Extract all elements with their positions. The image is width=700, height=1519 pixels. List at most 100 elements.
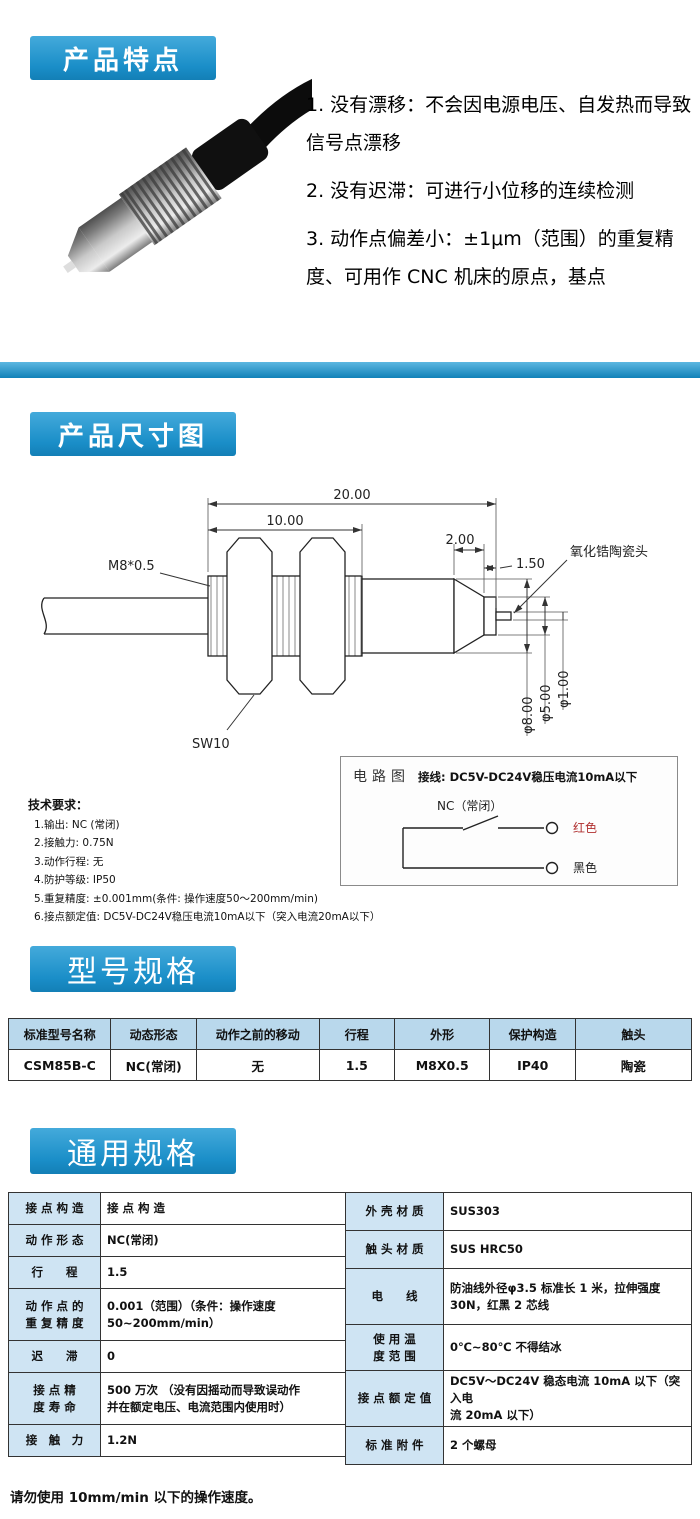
spec-row-contact-material: 触 头 材 质 SUS HRC50 — [345, 1230, 692, 1269]
dim-sw10: SW10 — [192, 737, 230, 752]
circuit-red-wire-label: 红色 — [573, 820, 597, 835]
spec-row-repeat-accuracy: 动 作 点 的 重 复 精 度 0.001（范围）（条件：操作速度 50~200… — [8, 1288, 346, 1341]
spec-row-temperature-range: 使 用 温 度 范 围 0℃~80℃ 不得结冰 — [345, 1324, 692, 1371]
spec-value: SUS HRC50 — [443, 1230, 692, 1269]
spec-value: 0 — [100, 1340, 346, 1373]
product-photo — [63, 78, 312, 274]
feature-item-3: 3. 动作点偏差小：±1μm（范围）的重复精度、可用作 CNC 机床的原点，基点 — [306, 228, 674, 288]
spec-row-contact-force: 接 触 力 1.2N — [8, 1424, 346, 1457]
dim-dia1: φ1.00 — [557, 670, 572, 708]
spec-row-wire: 电 线 防油线外径φ3.5 标准长 1 米，拉伸强度 30N，红黑 2 芯线 — [345, 1268, 692, 1325]
spec-label: 迟 滞 — [8, 1340, 101, 1373]
spec-label: 外 壳 材 质 — [345, 1192, 444, 1231]
sensor-body — [63, 118, 269, 274]
tech-req-item: 4.防护等级: IP50 — [34, 874, 116, 887]
tech-req-item: 3.动作行程: 无 — [34, 855, 104, 868]
model-spec-header-row: 标准型号名称 动态形态 动作之前的移动 行程 外形 保护构造 触头 — [7, 1018, 693, 1050]
col-header-stroke: 行程 — [318, 1018, 395, 1050]
spec-label: 接 点 额 定 值 — [345, 1370, 444, 1427]
ceramic-tip — [63, 260, 76, 274]
terminal-black — [545, 861, 559, 875]
spec-value: 0.001（范围）（条件：操作速度 50~200mm/min） — [100, 1288, 346, 1341]
spec-row-stroke: 行 程 1.5 — [8, 1256, 346, 1289]
operation-speed-warning: 请勿使用 10mm/min 以下的操作速度。 — [10, 1490, 262, 1506]
col-header-contact: 触头 — [574, 1018, 693, 1050]
dim-dia8: φ8.00 — [521, 696, 536, 734]
spec-row-accessories: 标 准 附 件 2 个螺母 — [345, 1426, 692, 1465]
general-spec-table-right: 外 壳 材 质 SUS303 触 头 材 质 SUS HRC50 电 线 防油线… — [345, 1192, 692, 1465]
feature-list: 1. 没有漂移：不会因电源电压、自发热而导致信号点漂移 2. 没有迟滞：可进行小… — [306, 86, 692, 306]
spec-value: DC5V～DC24V 稳态电流 10mA 以下（突入电 流 20mA 以下） — [443, 1370, 692, 1427]
dim-dia5: φ5.00 — [539, 684, 554, 722]
general-spec-table-left: 接 点 构 造 接 点 构 造 动 作 形 态 NC(常闭) 行 程 1.5 动… — [8, 1192, 346, 1457]
dim-20: 20.00 — [333, 488, 370, 503]
spec-label: 行 程 — [8, 1256, 101, 1289]
spec-label: 动 作 点 的 重 复 精 度 — [8, 1288, 101, 1341]
col-header-protection: 保护构造 — [489, 1018, 576, 1050]
section-title-features-label: 产品特点 — [62, 45, 183, 76]
sensor-cable — [242, 78, 312, 152]
spec-label: 接 点 构 造 — [8, 1192, 101, 1225]
cell-model-name: CSM85B-C — [7, 1049, 112, 1081]
spec-label: 接 点 精 度 寿 命 — [8, 1372, 101, 1425]
section-title-general-specs-label: 通用规格 — [67, 1137, 199, 1172]
circuit-schematic: NC（常闭） 红色 黑色 — [402, 799, 597, 875]
technical-requirements-list: 1.输出: NC (常闭) 2.接触力: 0.75N 3.动作行程: 无 4.防… — [28, 816, 381, 926]
spec-row-contact-rating: 接 点 额 定 值 DC5V～DC24V 稳态电流 10mA 以下（突入电 流 … — [345, 1370, 692, 1427]
ceramic-tip-label: 氧化锆陶瓷头 — [570, 544, 648, 560]
feature-item-2: 2. 没有迟滞：可进行小位移的连续检测 — [306, 180, 635, 202]
spec-row-action-form: 动 作 形 态 NC(常闭) — [8, 1224, 346, 1257]
cell-stroke: 1.5 — [318, 1049, 395, 1081]
sensor-thread-ridges — [120, 148, 220, 245]
circuit-wires — [402, 815, 559, 875]
circuit-diagram-box: 电路图 接线: DC5V-DC24V稳压电流10mA以下 NC（常闭） 红色 黑… — [340, 756, 678, 886]
section-title-model-specs-label: 型号规格 — [67, 955, 199, 990]
dim-2: 2.00 — [446, 533, 475, 548]
section-title-model-specs: 型号规格 — [30, 946, 236, 992]
tech-req-item: 5.重复精度: ±0.001mm(条件: 操作速度50～200mm/min) — [34, 892, 318, 905]
spec-value: 接 点 构 造 — [100, 1192, 346, 1225]
spec-value: 2 个螺母 — [443, 1426, 692, 1465]
spec-value: 1.2N — [100, 1424, 346, 1457]
section-title-dimensions: 产品尺寸图 — [30, 412, 236, 456]
blue-divider-bar — [0, 362, 700, 378]
spec-row-shell-material: 外 壳 材 质 SUS303 — [345, 1192, 692, 1231]
col-header-pre-travel: 动作之前的移动 — [195, 1018, 320, 1050]
model-spec-table: 标准型号名称 动态形态 动作之前的移动 行程 外形 保护构造 触头 CSM85B… — [7, 1018, 693, 1081]
spec-label: 使 用 温 度 范 围 — [345, 1324, 444, 1371]
spec-label: 电 线 — [345, 1268, 444, 1325]
spec-row-contact-structure: 接 点 构 造 接 点 构 造 — [8, 1192, 346, 1225]
tech-req-item: 2.接触力: 0.75N — [34, 837, 114, 850]
terminal-red — [545, 821, 559, 835]
circuit-header: 电路图 接线: DC5V-DC24V稳压电流10mA以下 — [341, 757, 677, 786]
tech-req-item: 6.接点额定值: DC5V-DC24V稳压电流10mA以下（突入电流20mA以下… — [34, 910, 381, 923]
dimension-lines — [159, 501, 568, 731]
spec-value: NC(常闭) — [100, 1224, 346, 1257]
dim-1-5: 1.50 — [516, 557, 545, 572]
spec-label: 触 头 材 质 — [345, 1230, 444, 1269]
spec-value: 防油线外径φ3.5 标准长 1 米，拉伸强度 30N，红黑 2 芯线 — [443, 1268, 692, 1325]
col-header-shape: 外形 — [393, 1018, 491, 1050]
dim-10: 10.00 — [266, 514, 303, 529]
feature-item-1: 1. 没有漂移：不会因电源电压、自发热而导致信号点漂移 — [306, 94, 692, 154]
circuit-wiring-note: 接线: DC5V-DC24V稳压电流10mA以下 — [418, 770, 638, 784]
circuit-black-wire-label: 黑色 — [573, 861, 597, 875]
model-spec-data-row: CSM85B-C NC(常闭) 无 1.5 M8X0.5 IP40 陶瓷 — [7, 1049, 693, 1081]
cell-shape: M8X0.5 — [393, 1049, 491, 1081]
spec-row-hysteresis: 迟 滞 0 — [8, 1340, 346, 1373]
dimension-labels: 20.00 10.00 2.00 1.50 M8*0.5 SW10 φ8.00 … — [108, 488, 648, 752]
spec-label: 动 作 形 态 — [8, 1224, 101, 1257]
col-header-dynamic-form: 动态形态 — [110, 1018, 197, 1050]
part-outline — [41, 537, 512, 695]
section-title-features: 产品特点 — [30, 36, 216, 80]
section-title-dimensions-label: 产品尺寸图 — [57, 421, 208, 452]
technical-requirements-title: 技术要求： — [28, 798, 89, 812]
circuit-nc-label: NC（常闭） — [437, 799, 502, 813]
circuit-title: 电路图 — [353, 769, 410, 785]
section-title-general-specs: 通用规格 — [30, 1128, 236, 1174]
col-header-model-name: 标准型号名称 — [7, 1018, 112, 1050]
spec-value: 1.5 — [100, 1256, 346, 1289]
cell-dynamic-form: NC(常闭) — [110, 1049, 197, 1081]
spec-label: 标 准 附 件 — [345, 1426, 444, 1465]
